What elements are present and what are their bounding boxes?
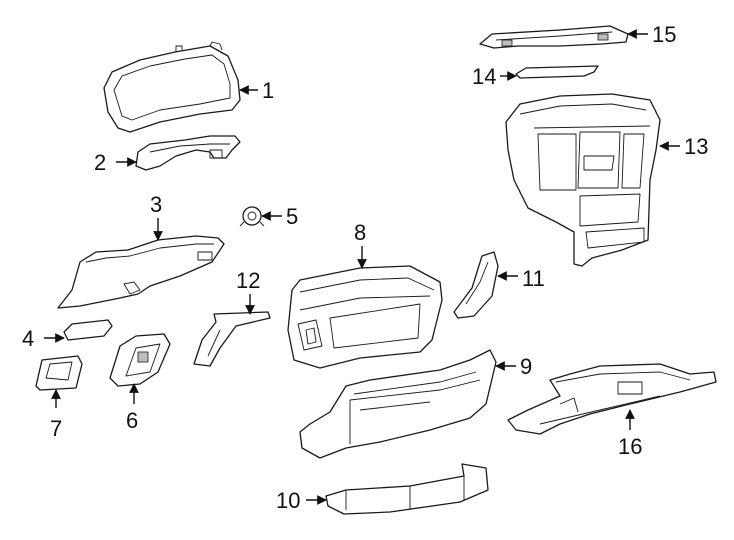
svg-text:3: 3 xyxy=(150,192,162,217)
console-lower-trim xyxy=(325,463,489,515)
svg-text:14: 14 xyxy=(472,64,496,89)
svg-text:1: 1 xyxy=(262,78,274,103)
fastener-clip xyxy=(239,206,265,227)
svg-text:9: 9 xyxy=(520,354,532,379)
switch-bezel xyxy=(109,333,171,387)
callout-6: 6 xyxy=(126,383,139,433)
trim-piece xyxy=(63,319,113,341)
svg-text:13: 13 xyxy=(684,134,708,159)
upper-dash-trim xyxy=(479,25,629,49)
bracket-trim xyxy=(193,311,271,367)
callout-11: 11 xyxy=(497,266,545,291)
callout-5: 5 xyxy=(261,204,298,229)
callout-4: 4 xyxy=(22,326,65,351)
callout-8: 8 xyxy=(354,220,367,269)
callout-7: 7 xyxy=(50,389,62,441)
callout-9: 9 xyxy=(495,354,532,379)
svg-text:5: 5 xyxy=(286,204,298,229)
floor-console-base xyxy=(507,363,717,435)
svg-text:6: 6 xyxy=(126,408,138,433)
svg-text:8: 8 xyxy=(354,220,366,245)
callout-15: 15 xyxy=(627,22,676,47)
callout-16: 16 xyxy=(618,409,642,459)
lower-dash-panel xyxy=(57,235,225,309)
callout-12: 12 xyxy=(236,268,260,315)
cluster-bracket xyxy=(135,135,241,171)
center-dash-bezel xyxy=(505,93,661,267)
svg-text:2: 2 xyxy=(94,150,106,175)
callout-10: 10 xyxy=(276,488,327,513)
center-stack-housing xyxy=(287,265,443,369)
side-trim-panel xyxy=(453,251,499,319)
svg-text:15: 15 xyxy=(652,22,676,47)
callout-13: 13 xyxy=(659,134,708,159)
instrument-cluster-bezel xyxy=(103,41,241,133)
small-bezel xyxy=(35,355,83,391)
callout-3: 3 xyxy=(150,192,163,241)
callout-14: 14 xyxy=(472,64,517,89)
svg-text:12: 12 xyxy=(236,268,260,293)
callout-1: 1 xyxy=(239,78,274,103)
callout-2: 2 xyxy=(94,150,137,175)
trim-strip xyxy=(515,65,599,79)
svg-text:7: 7 xyxy=(50,416,62,441)
svg-text:10: 10 xyxy=(276,488,300,513)
svg-text:4: 4 xyxy=(22,326,34,351)
svg-text:16: 16 xyxy=(618,434,642,459)
svg-text:11: 11 xyxy=(522,266,545,291)
